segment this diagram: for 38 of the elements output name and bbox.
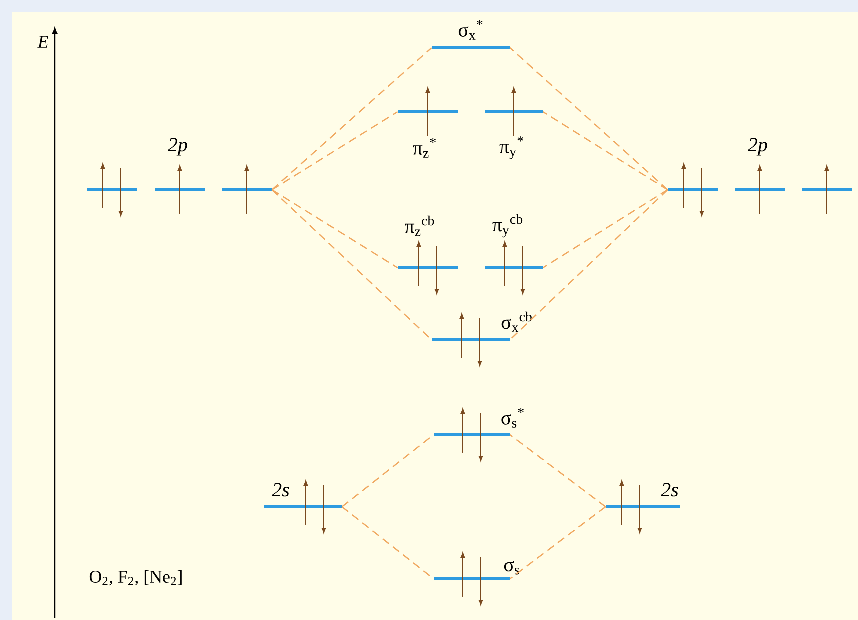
dashed-connector	[510, 506, 606, 580]
dashed-connector	[542, 189, 668, 269]
energy-level: 2p	[155, 138, 205, 214]
node-label: 2s	[272, 483, 290, 497]
axis-label: E	[38, 36, 49, 48]
node-label: π$_{z}$cb	[405, 216, 434, 236]
dashed-connector	[542, 111, 668, 191]
node-label: σ$_{x}$cb	[502, 312, 532, 332]
energy-level: σ$_{s}$*	[434, 408, 524, 462]
molecule-list: O$_{2}$, F$_{2}$, [Ne$_{2}$]	[90, 570, 182, 586]
dashed-connector	[510, 434, 606, 508]
energy-level	[87, 164, 137, 216]
dashed-connector	[272, 48, 432, 190]
energy-level: π$_{z}$cb	[398, 216, 458, 294]
node-label: σ$_{s}$*	[502, 408, 524, 428]
node-label: π$_{z}$*	[413, 138, 436, 158]
energy-level: π$_{z}$*	[398, 88, 458, 158]
dashed-connector	[272, 111, 398, 191]
energy-level: 2p	[735, 138, 785, 214]
node-label: 2p	[748, 138, 768, 156]
energy-level	[802, 166, 852, 214]
dashed-connector	[272, 190, 432, 340]
node-label: 2p	[168, 138, 188, 156]
dashed-connector	[510, 190, 668, 340]
node-label: π$_{y}$*	[500, 136, 524, 160]
energy-level: σ$_{x}$*	[432, 20, 510, 50]
energy-level: 2s	[606, 480, 680, 534]
node-label: 2s	[661, 483, 678, 497]
energy-level: π$_{y}$cb	[485, 214, 543, 294]
energy-level: π$_{y}$*	[485, 88, 543, 160]
node-label: σ$_{x}$*	[458, 20, 483, 40]
dashed-connector	[272, 189, 398, 269]
node-label: π$_{y}$cb	[492, 214, 523, 238]
energy-level: σ$_{x}$cb	[432, 312, 532, 366]
energy-level	[668, 164, 718, 216]
energy-level	[222, 166, 272, 214]
energy-level: 2s	[264, 480, 342, 534]
dashed-connector	[510, 48, 668, 190]
